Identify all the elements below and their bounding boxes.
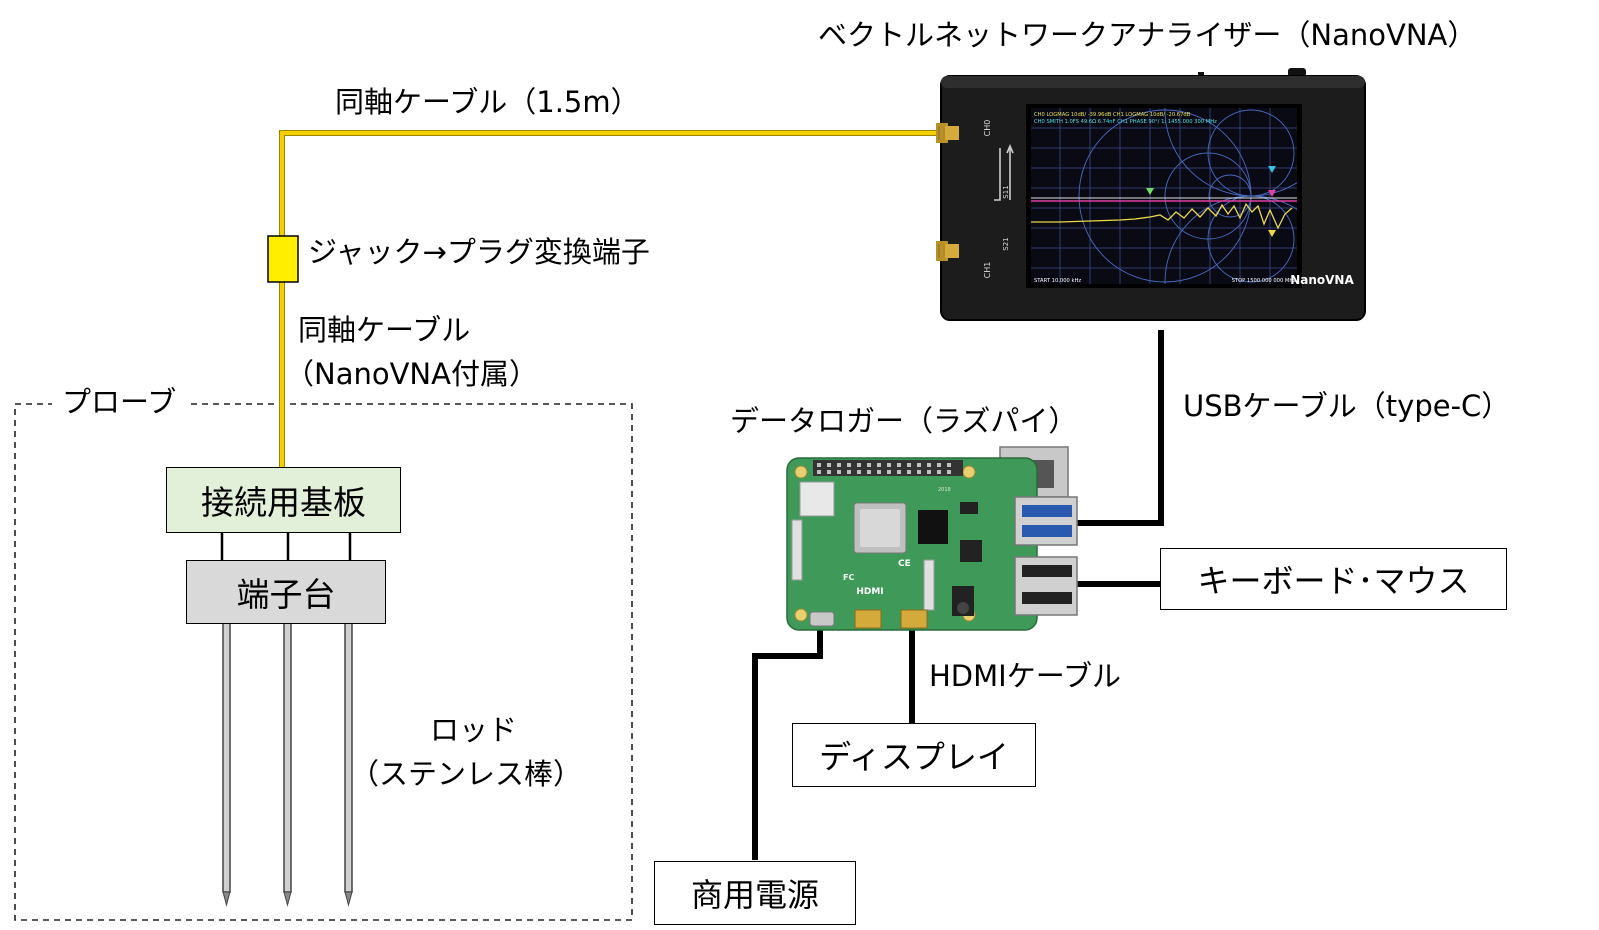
usb-cable-label: USBケーブル（type-C） [1183,389,1511,423]
signal-flow-icon [994,143,1014,201]
usb3-port [1014,496,1078,546]
usb-c-power-port [809,611,835,627]
micro-hdmi-port-1 [854,609,882,629]
keyboard-mouse-box: キーボード･マウス [1160,548,1507,610]
ch0-connector [936,123,959,143]
hdmi-cable-label: HDMIケーブル [929,659,1121,693]
hdmi-silkscreen: HDMI [856,587,883,597]
coax-long-label: 同軸ケーブル（1.5m） [335,85,640,119]
rod-label-line1: ロッド [430,713,518,747]
rod-label-line2: （ステンレス棒） [350,757,583,791]
ram-chip [918,510,948,544]
nanovna-brand-label: NanoVNA [1290,273,1354,287]
coax-short-label-line1: 同軸ケーブル [298,313,471,347]
screen-start-label: START 10.000 kHz [1034,278,1081,284]
rod-2 [283,621,292,907]
screen-stop-label: STOP 1500.000 000 MHz [1232,278,1297,284]
ch1-port-label: CH1 [983,262,992,279]
probe-boundary [14,403,633,921]
power-cable-path [752,628,823,860]
wifi-module [799,481,835,517]
nanovna-device: CH0 CH1 S11 S21 [936,68,1366,321]
board-box: 接続用基板 [166,467,401,533]
ch1-connector [936,241,959,261]
micro-hdmi-port-2 [900,609,928,629]
rod-1 [222,621,231,907]
screen-header-1: CH0 LOGMAG 10dB/ -39.96dB CH1 LOGMAG 10d… [1034,112,1191,118]
display-box: ディスプレイ [792,723,1036,787]
s11-label: S11 [1002,185,1010,198]
s21-label: S21 [1002,237,1010,250]
screen-header-2: CH0 SMITH 1.0FS 49.6Ω 6.74nF CH1 PHASE 9… [1034,119,1217,125]
ce-mark: CE [898,559,911,569]
logger-label: データロガー（ラズパイ） [730,404,1078,438]
usb-cable-path [1064,330,1164,526]
adapter-block [267,235,299,283]
vna-title: ベクトルネットワークアナライザー（NanoVNA） [818,18,1477,52]
ch0-port-label: CH0 [983,120,992,137]
power-box: 商用電源 [654,861,856,925]
fc-mark: FC [843,573,854,582]
terminal-block-box: 端子台 [186,560,386,624]
raspberry-pi-board: HDMI FC CE 2018 [786,446,1078,631]
adapter-label: ジャック→プラグ変換端子 [308,235,650,269]
probe-label: プローブ [52,385,187,420]
coax-cable-path [280,131,938,468]
board-year: 2018 [938,487,951,493]
coax-short-label-line2: （NanoVNA付属） [285,357,538,391]
vna-screen-plot: CH0 LOGMAG 10dB/ -39.96dB CH1 LOGMAG 10d… [1031,108,1297,284]
